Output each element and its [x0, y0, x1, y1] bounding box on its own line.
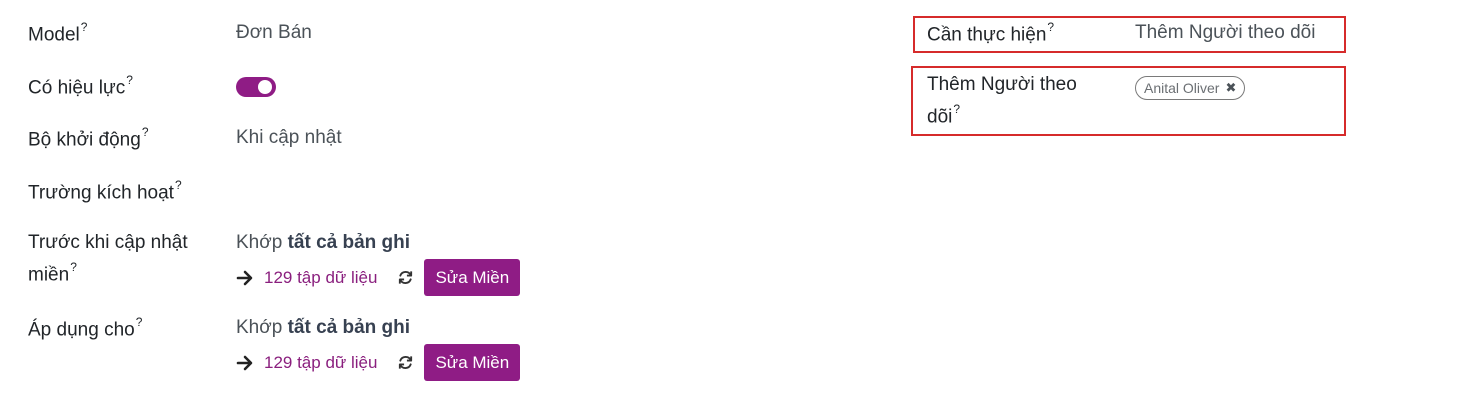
close-icon[interactable]: ✖	[1225, 80, 1237, 95]
help-tooltip-icon[interactable]: ?	[80, 20, 88, 34]
apply-on-actions: 129 tập dữ liệu Sửa Miền	[236, 344, 521, 381]
add-followers-highlight	[911, 66, 1346, 136]
refresh-icon[interactable]	[397, 269, 414, 286]
action-to-do-value[interactable]: Thêm Người theo dõi	[1135, 22, 1316, 43]
trigger-label: Bộ khởi động?	[28, 125, 149, 151]
trigger-fields-label: Trường kích hoạt?	[28, 178, 182, 204]
records-count-link[interactable]: 129 tập dữ liệu	[264, 352, 378, 372]
apply-on-label: Áp dụng cho?	[28, 315, 143, 341]
action-to-do-highlight	[913, 16, 1346, 53]
active-toggle[interactable]	[236, 77, 276, 97]
help-tooltip-icon[interactable]: ?	[1047, 20, 1055, 34]
follower-tag: Anital Oliver ✖	[1135, 76, 1246, 100]
toggle-knob	[258, 80, 272, 94]
trigger-value[interactable]: Khi cập nhật	[236, 127, 342, 148]
model-value: Đơn Bán	[236, 22, 312, 43]
apply-on-summary: Khớp tất cả bản ghi	[236, 317, 411, 338]
help-tooltip-icon[interactable]: ?	[141, 125, 149, 139]
before-update-domain-summary: Khớp tất cả bản ghi	[236, 232, 411, 253]
help-tooltip-icon[interactable]: ?	[70, 260, 77, 274]
help-tooltip-icon[interactable]: ?	[174, 178, 182, 192]
edit-domain-button[interactable]: Sửa Miền	[424, 259, 521, 296]
help-tooltip-icon[interactable]: ?	[126, 73, 133, 87]
arrow-right-icon	[236, 355, 253, 370]
help-tooltip-icon[interactable]: ?	[953, 102, 961, 116]
edit-domain-button[interactable]: Sửa Miền	[424, 344, 521, 381]
action-to-do-label: Cần thực hiện?	[927, 20, 1055, 46]
help-tooltip-icon[interactable]: ?	[135, 315, 143, 329]
before-update-domain-label: Trước khi cập nhật miền?	[28, 232, 188, 286]
records-count-link[interactable]: 129 tập dữ liệu	[264, 267, 378, 287]
add-followers-label: Thêm Người theo dõi?	[927, 74, 1077, 128]
arrow-right-icon	[236, 270, 253, 285]
followers-tags: Anital Oliver ✖	[1135, 76, 1246, 100]
follower-tag-name: Anital Oliver	[1144, 80, 1220, 96]
active-label: Có hiệu lực?	[28, 73, 133, 99]
model-label: Model?	[28, 20, 88, 46]
before-update-domain-actions: 129 tập dữ liệu Sửa Miền	[236, 259, 521, 296]
refresh-icon[interactable]	[397, 354, 414, 371]
